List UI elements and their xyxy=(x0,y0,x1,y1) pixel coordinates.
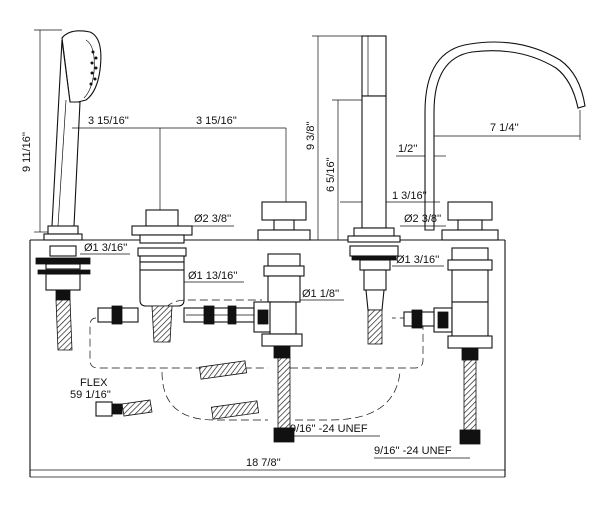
dim-overall-width: 18 7/8'' xyxy=(246,457,281,469)
dim-spout-diameter: 1 3/16'' xyxy=(392,190,427,202)
dimension-lines xyxy=(30,29,581,471)
dim-spout-height: 9 3/8'' xyxy=(305,121,317,150)
right-valve xyxy=(433,201,499,445)
hose-segment xyxy=(210,400,260,420)
dim-handshower-height: 9 11/16'' xyxy=(21,132,33,172)
dim-valve-shank-dia: Ø1 1/8'' xyxy=(302,288,339,300)
dim-thread-left: 9/16'' -24 UNEF xyxy=(290,423,368,435)
tub-spout xyxy=(347,35,401,345)
dim-spout-shank-dia: Ø1 3/16'' xyxy=(396,254,439,266)
left-valve xyxy=(97,209,255,343)
spray-nozzles xyxy=(89,50,98,86)
spout-profile-view xyxy=(424,41,586,231)
dim-spout-reach: 7 1/4'' xyxy=(490,122,519,134)
hose-segment xyxy=(198,360,248,380)
flex-hose-detail xyxy=(95,399,153,417)
dimension-labels: 9 11/16'' 3 15/16'' 3 15/16'' 9 3/8'' 6 … xyxy=(21,115,519,469)
dim-flex-length: 59 1/16'' xyxy=(70,389,111,401)
dim-spacing-left: 3 15/16'' xyxy=(88,115,129,127)
dim-valve-body-dia: Ø1 13/16'' xyxy=(188,270,237,282)
dim-spout-base-height: 6 5/16'' xyxy=(325,157,337,192)
dim-spout-tip: 1/2'' xyxy=(398,143,418,155)
dim-handle-left-dia: Ø2 3/8'' xyxy=(194,213,231,225)
dim-spacing-right: 3 15/16'' xyxy=(196,115,237,127)
handshower xyxy=(35,30,102,351)
dim-thread-right: 9/16'' -24 UNEF xyxy=(374,445,452,457)
connector-fittings xyxy=(403,309,435,329)
dim-handshower-base-dia: Ø1 3/16'' xyxy=(84,242,127,254)
center-valve xyxy=(253,201,311,443)
dim-handle-right-dia: Ø2 3/8'' xyxy=(404,213,441,225)
flex-label: FLEX xyxy=(80,377,108,389)
